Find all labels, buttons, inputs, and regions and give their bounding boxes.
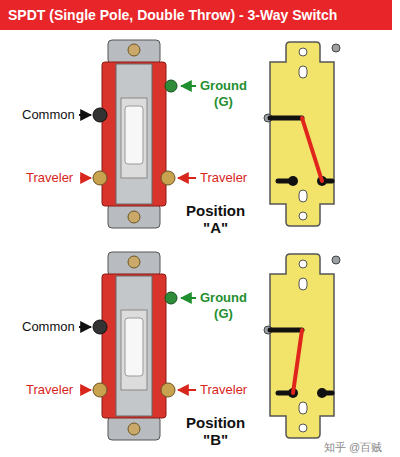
ground-label: Ground (G)	[200, 290, 247, 322]
contact-blade-b	[293, 330, 302, 393]
switch-a	[93, 40, 177, 228]
title-bar: SPDT (Single Pole, Double Throw) - 3-Way…	[0, 0, 392, 30]
schematic-plate-a	[264, 42, 340, 226]
switch-b	[93, 252, 177, 440]
terminal-label: Common	[22, 107, 75, 123]
ground-label: Ground (G)	[200, 78, 247, 110]
leader-arrows-a	[79, 86, 196, 178]
terminal-label: Traveler	[26, 170, 73, 186]
leader-arrows-b	[79, 298, 196, 390]
terminal-label: Traveler	[200, 382, 247, 398]
position-label: Position "B"	[186, 414, 245, 448]
terminal-label: Traveler	[26, 382, 73, 398]
position-label: Position "A"	[186, 202, 245, 236]
contact-blade-a	[302, 118, 322, 181]
schematic-plate-b	[264, 254, 340, 438]
terminal-label: Traveler	[200, 170, 247, 186]
watermark: 知乎 @百贼	[324, 440, 382, 454]
terminal-label: Common	[22, 319, 75, 335]
